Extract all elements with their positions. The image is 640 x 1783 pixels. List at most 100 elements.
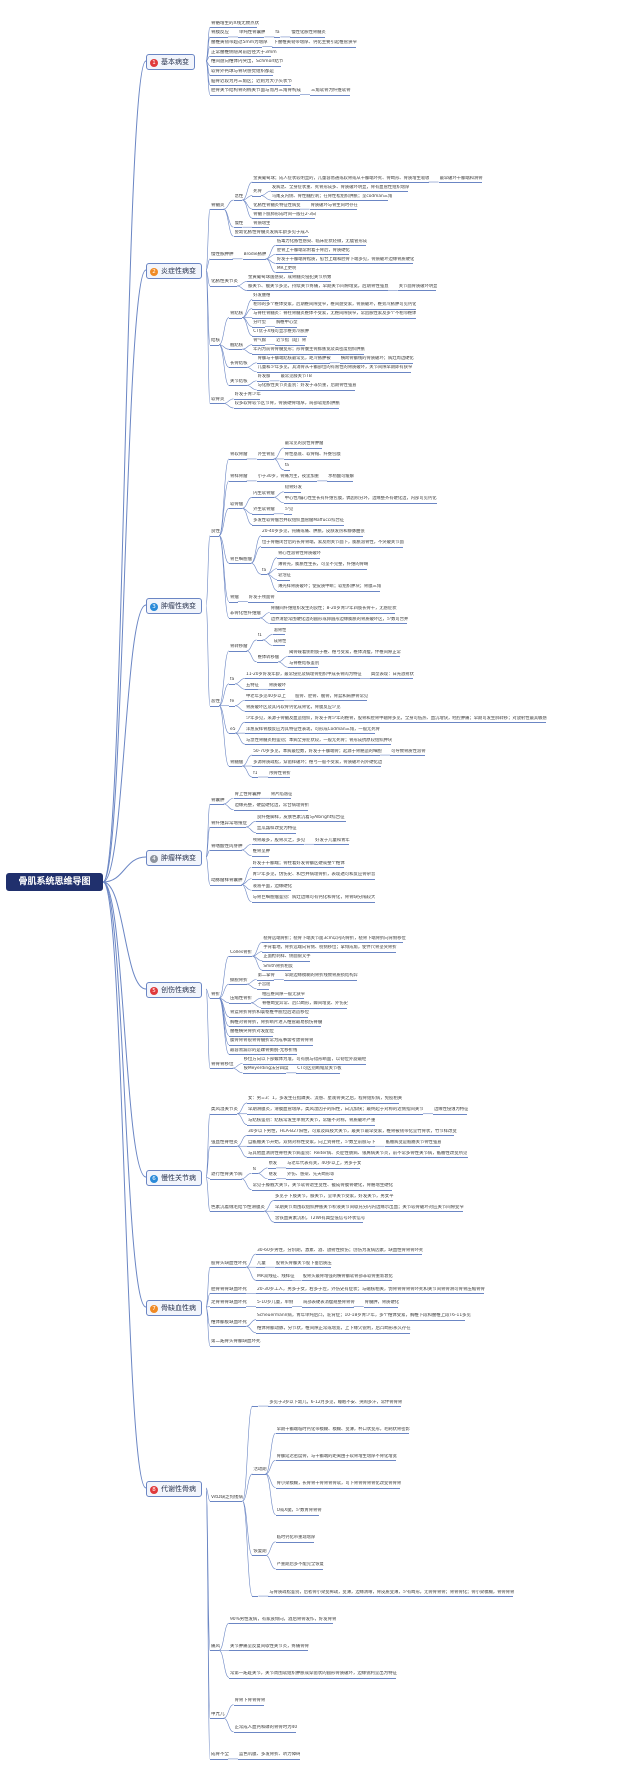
node-underline — [310, 94, 350, 96]
node-underline — [210, 36, 228, 38]
branch-number-badge: 6 — [150, 1174, 158, 1183]
node-underline — [283, 469, 290, 471]
node-underline — [283, 491, 301, 493]
node-underline — [262, 970, 292, 972]
mindmap-node: 位于骨骼闭合后的长骨骨端，累及附关节面下，膨胀溶骨性，不突破关节面 — [262, 540, 404, 546]
mindmap-node: 小于30岁，骨痛为主，夜里加重 — [257, 474, 319, 480]
connector-line — [236, 1113, 248, 1125]
connector-line — [234, 678, 246, 685]
node-underline — [229, 601, 238, 603]
node-underline — [233, 398, 260, 400]
mindmap-node: 50-70岁多见，本病最位数，好发于干骺端骨；起源于骨骼造的细胞 — [253, 748, 382, 754]
node-underline — [247, 601, 274, 603]
node-underline — [210, 1501, 243, 1503]
node-underline — [252, 353, 364, 355]
connector-line — [257, 1167, 268, 1174]
mindmap-node: 含铁血黄素沉积，T2WI有典型低信号环状信号 — [275, 1215, 366, 1221]
mindmap-node: 骶髂病变是骶髂关节骨性强直 — [385, 1139, 442, 1145]
mindmap-node: 婴幼化脓性骨髓炎发病年龄多见于成人 — [234, 229, 310, 235]
connector-line — [102, 60, 147, 883]
node-underline — [274, 1200, 393, 1202]
mindmap-node: 急性 — [234, 193, 244, 199]
mindmap-node: 按Meyerding法分四度 — [243, 1066, 289, 1072]
node-underline — [286, 1167, 360, 1169]
connector-line — [278, 661, 289, 668]
mindmap-node: 薄骨壳，膨胀性生长，可呈不完整，纤维的骨嵴 — [278, 562, 369, 568]
node-underline — [267, 1167, 277, 1169]
mindmap-node: 骨上性骨囊肿 — [234, 791, 261, 797]
node-underline — [252, 777, 259, 779]
mindmap-node: 关节结核 — [230, 378, 248, 384]
connector-line — [102, 881, 147, 1308]
mindmap-node: 金黄葡萄球；成人症状较明显的，儿童容易通或软骨或从干骺端坏死、骨畸形、骨质增生吸… — [253, 175, 430, 181]
node-underline — [229, 1650, 309, 1652]
node-underline — [233, 236, 309, 238]
connector-line — [263, 1210, 275, 1223]
node-underline — [277, 579, 290, 581]
node-underline — [268, 777, 290, 779]
mindmap-node: 骨膜反应 — [211, 30, 229, 36]
connector-line — [218, 705, 230, 734]
node-underline — [274, 1267, 331, 1269]
mindmap-node: 近节指（趾）骨 — [276, 338, 307, 344]
mindmap-node: 内生软骨瘤 — [253, 490, 275, 496]
node-underline — [252, 344, 266, 346]
connector-line — [263, 1200, 275, 1212]
node-underline — [269, 623, 408, 625]
node-underline — [288, 656, 400, 658]
node-underline — [277, 590, 381, 592]
mindmap-node: 长骨结核 — [230, 360, 248, 366]
node-underline — [252, 513, 274, 515]
node-underline — [233, 200, 243, 202]
mindmap-node: 股骨头最骨增强的横骨骺软骨部非软骨重新衰化 — [302, 1273, 393, 1279]
node-underline — [268, 1406, 401, 1408]
node-underline — [275, 254, 349, 256]
connector-line — [252, 955, 263, 971]
node-underline — [247, 1157, 469, 1159]
node-underline — [256, 1254, 423, 1256]
node-underline — [262, 951, 396, 953]
connector-line — [218, 997, 230, 1036]
mindmap-node: 椎间盘向椎体内突出，Schmorl结节 — [211, 59, 284, 65]
mindmap-node: 第二跖骨头骨骺缺血坏死 — [211, 1339, 261, 1345]
mindmap-node: 慢性脓肿肿 — [211, 252, 234, 258]
connector-line — [273, 491, 284, 498]
connector-line — [218, 535, 230, 619]
connector-line — [218, 983, 230, 999]
connector-line — [218, 480, 230, 537]
node-underline — [245, 722, 546, 724]
node-underline — [251, 1189, 393, 1191]
connector-line — [265, 1432, 276, 1475]
mindmap-node: 边界清楚常围硬化边的圆形或卵圆形边缘膨胀的骨质破坏区，少数可合并 — [270, 616, 409, 622]
mindmap-node: 与脊椎结核鉴别 — [289, 660, 320, 666]
node-underline — [247, 1124, 375, 1126]
node-underline — [210, 1345, 260, 1347]
mindmap-node: 甲亢几 — [211, 1711, 225, 1717]
mindmap-node: 下腰椎黄韧带增厚、钙化主要引起椎管狭窄 — [273, 40, 357, 46]
connector-line — [218, 683, 230, 707]
mindmap-node: 脑骨近段为月三角区；近则为大小头状节 — [211, 78, 292, 84]
node-underline — [229, 766, 243, 768]
mindmap-node: 与骨巨细胞瘤鉴别：病灶边缘可有钙化和骨化，骨骨缺分隔较大 — [252, 895, 376, 901]
node-underline — [229, 683, 235, 685]
node-underline — [229, 650, 247, 652]
node-underline — [256, 362, 330, 364]
node-underline — [252, 317, 416, 319]
node-underline — [252, 227, 270, 229]
mindmap-node: 骨髓肿，骨质硬化 — [364, 1300, 400, 1306]
mindmap-node: fs — [252, 1166, 257, 1172]
connector-line — [241, 884, 252, 903]
connector-line — [246, 639, 257, 652]
connector-line — [250, 997, 262, 1004]
mindmap-node: 与其他血清阴性脊柱关节病鉴别：Reiter病、炎症性肠病、银屑病关节炎，前不常多… — [248, 1150, 468, 1156]
connector-line — [245, 1266, 257, 1281]
connector-line — [218, 344, 230, 350]
connector-line — [245, 1325, 257, 1334]
connector-line — [242, 1405, 253, 1502]
node-underline — [290, 36, 325, 38]
node-underline — [256, 1267, 265, 1269]
node-underline — [272, 645, 286, 647]
mindmap-node: CT可区别断缩及关节板 — [297, 1066, 342, 1072]
mindmap-node: fe — [230, 699, 235, 705]
mindmap-node: 骨髓下肢肺形成时间一般在2-3日 — [253, 211, 317, 217]
